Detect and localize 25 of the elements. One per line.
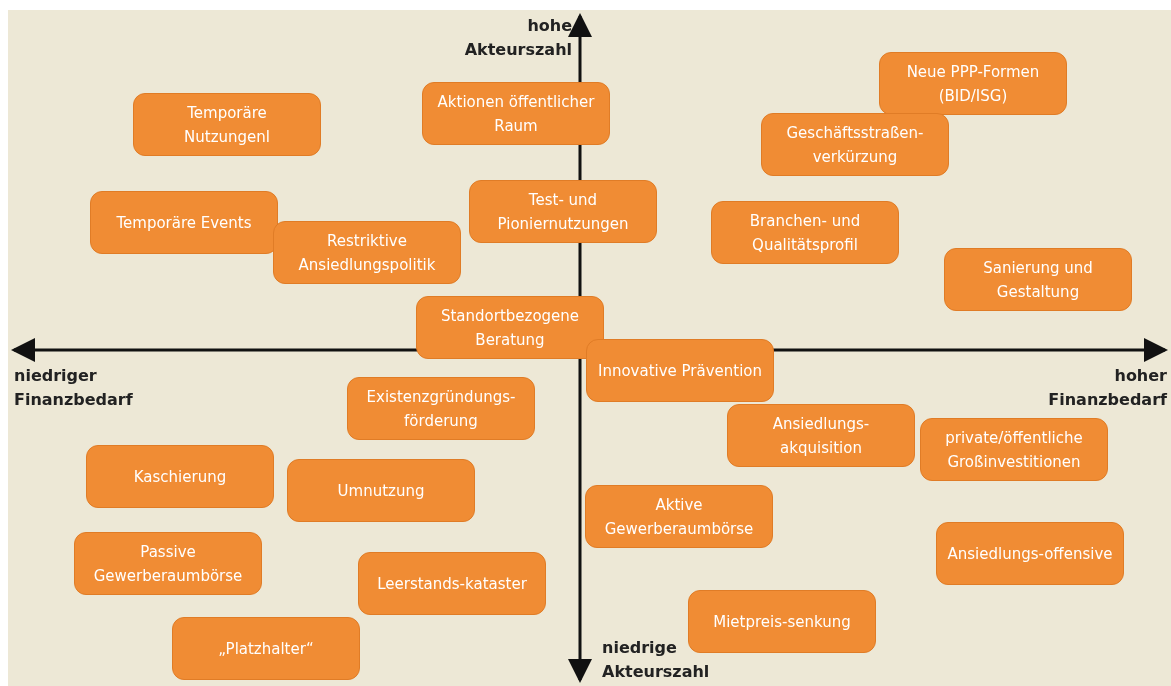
measure-box: Test- und Pioniernutzungen <box>469 180 657 243</box>
axis-label: niedriger Finanzbedarf <box>14 365 134 411</box>
measure-box: Branchen- und Qualitätsprofil <box>711 201 899 264</box>
measure-box: Existenzgründungs-förderung <box>347 377 535 440</box>
measure-box: „Platzhalter“ <box>172 617 360 680</box>
measure-box: Ansiedlungs-akquisition <box>727 404 915 467</box>
measure-box: Mietpreis-senkung <box>688 590 876 653</box>
axis-label: hohe Akteurszahl <box>463 15 572 61</box>
measure-box: Standortbezogene Beratung <box>416 296 604 359</box>
measure-box: Ansiedlungs-offensive <box>936 522 1124 585</box>
measure-box: Passive Gewerberaumbörse <box>74 532 262 595</box>
measure-box: Restriktive Ansiedlungspolitik <box>273 221 461 284</box>
measure-box: Aktive Gewerberaumbörse <box>585 485 773 548</box>
measure-box: private/öffentliche Großinvestitionen <box>920 418 1108 481</box>
measure-box: Leerstands-kataster <box>358 552 546 615</box>
measure-box: Temporäre Nutzungenl <box>133 93 321 156</box>
measure-box: Sanierung und Gestaltung <box>944 248 1132 311</box>
measure-box: Umnutzung <box>287 459 475 522</box>
measure-box: Innovative Prävention <box>586 339 774 402</box>
axis-label: hoher Finanzbedarf <box>1047 365 1167 411</box>
measure-box: Kaschierung <box>86 445 274 508</box>
measure-box: Geschäftsstraßen-verkürzung <box>761 113 949 176</box>
measure-box: Aktionen öffentlicher Raum <box>422 82 610 145</box>
measure-box: Temporäre Events <box>90 191 278 254</box>
measure-box: Neue PPP-Formen (BID/ISG) <box>879 52 1067 115</box>
